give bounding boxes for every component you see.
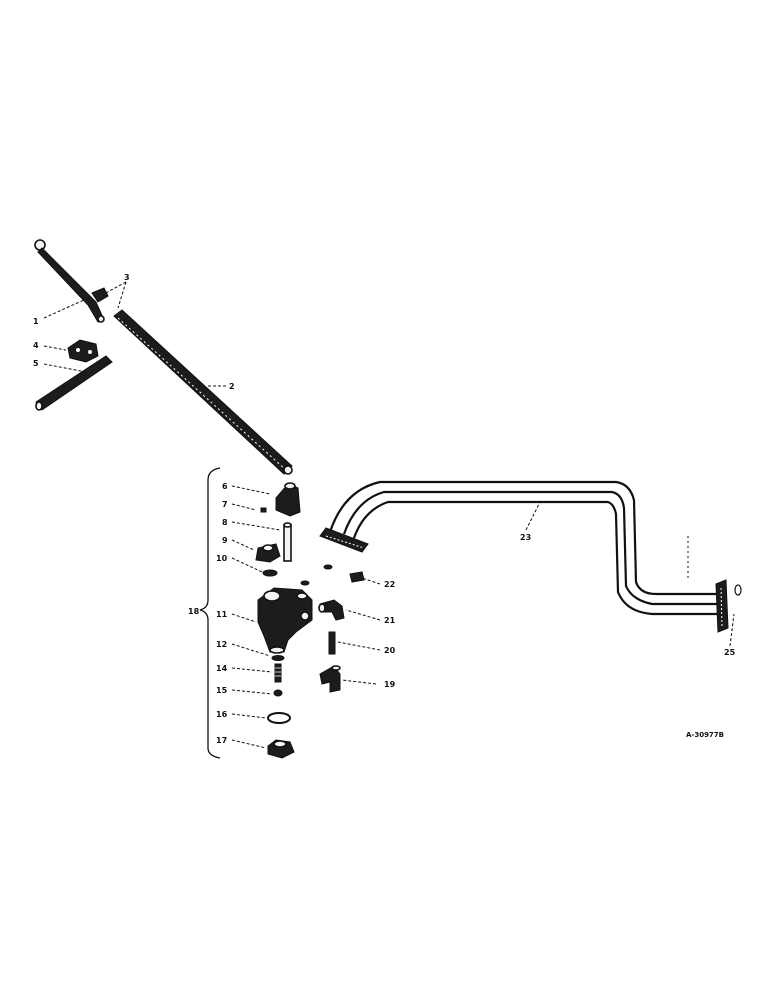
callout-20: 20 — [384, 646, 396, 655]
small-screw-part — [260, 507, 267, 513]
callout-11: 11 — [216, 610, 228, 619]
small-fitting-part — [323, 564, 365, 583]
washer-part — [262, 569, 278, 577]
group-bracket — [199, 467, 221, 759]
callout-9: 9 — [222, 536, 228, 545]
elbow-part — [319, 665, 341, 693]
tube-assembly-part — [319, 480, 742, 633]
elbow-fitting-part — [318, 599, 345, 621]
lever-arm-part — [34, 239, 105, 323]
short-shaft-part — [35, 355, 113, 411]
callout-12: 12 — [216, 640, 227, 649]
callout-leaders — [43, 281, 735, 749]
callout-7: 7 — [222, 500, 228, 509]
valve-body-part — [257, 587, 313, 654]
clip-part — [91, 287, 109, 303]
callout-4: 4 — [33, 341, 39, 350]
callout-5: 5 — [33, 359, 39, 368]
ball-part — [273, 689, 283, 697]
callout-25: 25 — [724, 648, 736, 657]
callout-2: 2 — [229, 382, 235, 391]
gasket-part — [267, 712, 291, 724]
drawing-reference-number: A-30977B — [686, 731, 724, 739]
callout-21: 21 — [384, 616, 396, 625]
callout-3: 3 — [124, 273, 130, 282]
plug-part — [267, 739, 295, 759]
callout-15: 15 — [216, 686, 228, 695]
callout-1: 1 — [33, 317, 39, 326]
callout-10: 10 — [216, 554, 228, 563]
bracket-part — [67, 339, 99, 363]
callout-8: 8 — [222, 518, 228, 527]
rack-rod-part — [113, 309, 293, 475]
callout-16: 16 — [216, 710, 228, 719]
pin-part — [283, 522, 292, 562]
callout-19: 19 — [384, 680, 396, 689]
nut-part — [255, 543, 281, 563]
callout-17: 17 — [216, 736, 227, 745]
group-callout-18: 18 — [188, 607, 200, 616]
o-ring-part — [271, 655, 285, 661]
nipple-part — [328, 631, 336, 655]
callout-14: 14 — [216, 664, 228, 673]
callout-23: 23 — [520, 533, 531, 542]
spring-part — [274, 663, 282, 683]
callout-22: 22 — [384, 580, 395, 589]
small-washer-part — [300, 580, 310, 586]
callout-6: 6 — [222, 482, 228, 491]
cap-fitting-part — [275, 482, 301, 517]
